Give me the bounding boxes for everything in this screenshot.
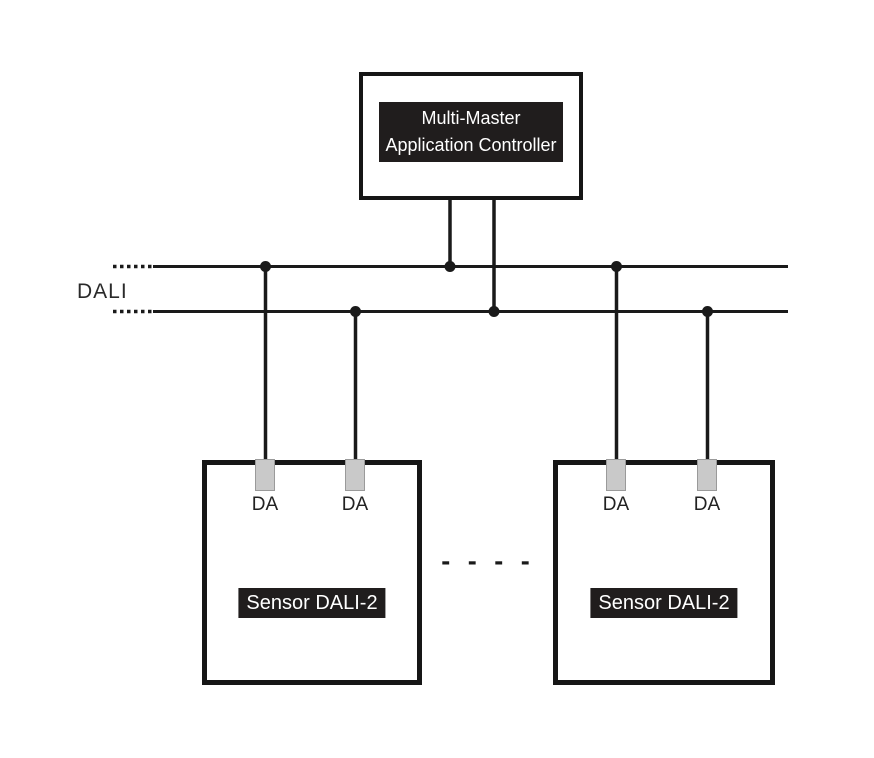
controller-label-line1: Multi-Master [421,108,521,128]
sensor2-da-label-2: DA [693,494,721,515]
sensor2-da-label-1: DA [602,494,630,515]
junction-dot [260,261,271,272]
controller-label: Multi-Master Application Controller [379,102,563,162]
sensor1-label: Sensor DALI-2 [238,588,386,618]
sensor1-da-label-1: DA [251,494,279,515]
junction-dot [444,261,456,272]
junction-dot [702,306,713,317]
sensor2-da-terminal-2 [697,459,717,491]
dali-bus-label: DALI [77,280,128,303]
junction-dot [488,306,500,317]
sensor1-da-terminal-2 [345,459,365,491]
controller-box: Multi-Master Application Controller [359,72,583,200]
junction-dot [350,306,361,317]
controller-label-line2: Application Controller [385,135,557,155]
sensor2-box: Sensor DALI-2 [553,460,775,685]
more-devices-ellipsis: - - - - [441,546,535,576]
sensor2-label: Sensor DALI-2 [590,588,738,618]
sensor1-box: Sensor DALI-2 [202,460,422,685]
sensor2-da-terminal-1 [606,459,626,491]
junction-dot [611,261,622,272]
sensor1-da-terminal-1 [255,459,275,491]
sensor1-da-label-2: DA [341,494,369,515]
